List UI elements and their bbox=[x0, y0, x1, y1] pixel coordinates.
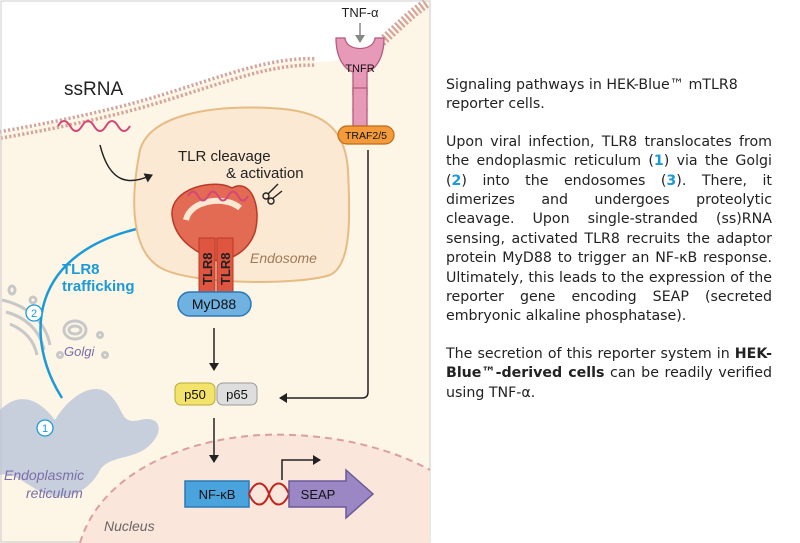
er-label-line1: Endoplasmic bbox=[4, 467, 84, 483]
description-paragraph-1: Upon viral infection, TLR8 translocates … bbox=[446, 133, 772, 325]
svg-text:2: 2 bbox=[31, 308, 37, 320]
svg-text:1: 1 bbox=[42, 423, 48, 435]
er-label-line2: reticulum bbox=[26, 485, 83, 501]
ssrna-arrow bbox=[99, 144, 153, 183]
ssrna-strand bbox=[57, 120, 131, 132]
cleavage-label-line2: & activation bbox=[226, 165, 304, 182]
tlr8-dimer: TLR8 TLR8 bbox=[171, 183, 258, 299]
trafficking-arrow bbox=[39, 221, 152, 399]
nucleus: Nucleus bbox=[79, 433, 431, 543]
dna-linker bbox=[248, 482, 290, 506]
arrow-traf-to-nfkb bbox=[279, 150, 369, 403]
trafficking-label-line2: trafficking bbox=[62, 278, 135, 295]
nucleus-label: Nucleus bbox=[104, 518, 155, 534]
p50-subunit: p50 bbox=[174, 382, 216, 406]
svg-text:p65: p65 bbox=[226, 387, 248, 402]
signaling-diagram: Nucleus Endoplasmic reticulum Golgi TLR8… bbox=[0, 0, 431, 543]
p65-subunit: p65 bbox=[216, 382, 258, 406]
endosome-label: Endosome bbox=[250, 250, 317, 266]
cleavage-label-line1: TLR cleavage bbox=[178, 148, 271, 165]
description-text: Signaling pathways in HEK-Blue™ mTLR8 re… bbox=[446, 76, 772, 403]
description-title: Signaling pathways in HEK-Blue™ mTLR8 re… bbox=[446, 77, 738, 113]
traf-adaptor: TRAF2/5 bbox=[337, 125, 395, 145]
tnfr-receptor: TNFR bbox=[335, 37, 385, 127]
tlr8-left-label: TLR8 bbox=[200, 253, 215, 286]
scissors-icon bbox=[262, 183, 283, 205]
transcription-arrow bbox=[281, 455, 321, 480]
svg-text:NF-κB: NF-κB bbox=[199, 487, 236, 502]
trafficking-label-line1: TLR8 bbox=[62, 261, 100, 278]
golgi-label: Golgi bbox=[64, 344, 95, 359]
svg-text:SEAP: SEAP bbox=[301, 487, 336, 502]
seap-gene bbox=[288, 468, 375, 520]
reporter-gene: NF-κB SEAP bbox=[184, 455, 375, 520]
ssrna-label: ssRNA bbox=[64, 79, 123, 100]
svg-text:MyD88: MyD88 bbox=[192, 296, 237, 312]
description-paragraph-2: The secretion of this reporter system in… bbox=[446, 345, 772, 401]
svg-text:TRAF2/5: TRAF2/5 bbox=[345, 130, 387, 142]
endoplasmic-reticulum: Endoplasmic reticulum bbox=[0, 389, 159, 501]
svg-text:TNFR: TNFR bbox=[345, 63, 374, 75]
tnf-alpha-label: TNF-α bbox=[341, 5, 379, 20]
tlr8-right-label: TLR8 bbox=[218, 253, 233, 286]
svg-text:p50: p50 bbox=[184, 387, 206, 402]
ssrna-bound bbox=[187, 190, 249, 202]
step-2-marker: 2 bbox=[25, 304, 43, 322]
step-1-marker: 1 bbox=[36, 419, 54, 437]
myd88: MyD88 bbox=[177, 291, 252, 317]
